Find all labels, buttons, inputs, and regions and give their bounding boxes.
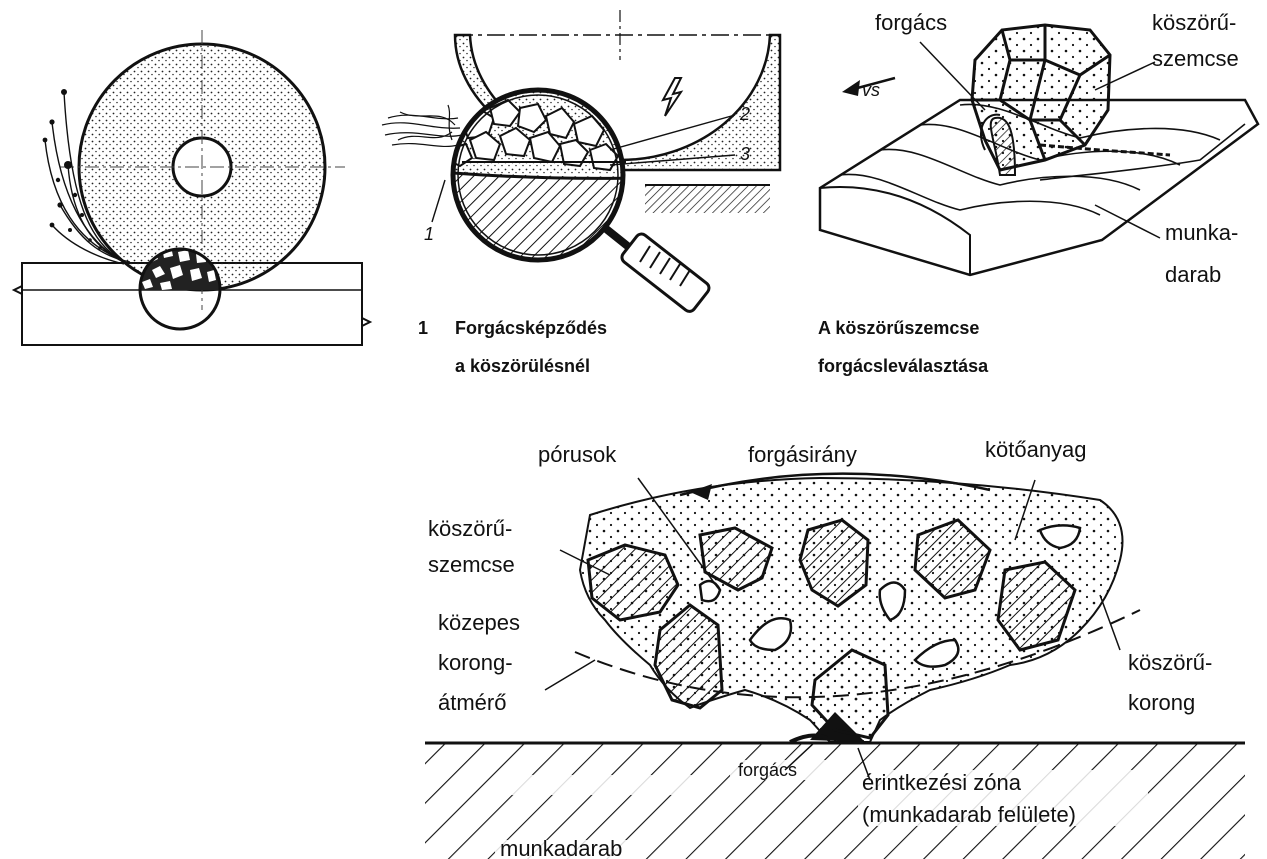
label-rotation: forgásirány xyxy=(748,442,857,467)
grain-caption-line1: A köszörűszemcse xyxy=(818,318,979,338)
label-grain-cs-line1: köszörű- xyxy=(428,516,512,541)
label-contact-line1: érintkezési zóna xyxy=(862,770,1022,795)
chip-fibers xyxy=(382,105,462,146)
caption-line2: a köszörülésnél xyxy=(455,356,590,376)
label-wheel-line2: korong xyxy=(1128,690,1195,715)
label-workpiece-line2: darab xyxy=(1165,262,1221,287)
rotation-arrow-icon xyxy=(663,78,681,116)
break-mark-left xyxy=(14,286,22,294)
label-pores: pórusok xyxy=(538,442,617,467)
grain-caption-line2: forgácsleválasztása xyxy=(818,356,989,376)
marker-1-leader xyxy=(432,180,445,222)
magnifier-panel: 2 3 1 1 Forgácsképződés a köszörülésnél xyxy=(382,10,780,376)
marker-3: 3 xyxy=(740,144,750,164)
grain-panel: forgács köszörű- szemcse vs munka- darab… xyxy=(818,10,1258,376)
label-diameter-line2: korong- xyxy=(438,650,513,675)
label-chip-cs: forgács xyxy=(738,760,797,780)
label-wheel-line1: köszörű- xyxy=(1128,650,1212,675)
label-workpiece-cs: munkadarab xyxy=(500,836,622,859)
break-mark-right xyxy=(362,318,370,326)
diameter-leader xyxy=(545,660,595,690)
label-chip: forgács xyxy=(875,10,947,35)
cross-section-panel: pórusok forgásirány kötőanyag köszörű- s… xyxy=(425,437,1245,859)
label-velocity: vs xyxy=(862,80,880,100)
caption-line1: Forgácsképződés xyxy=(455,318,607,338)
magnifier-handle-icon xyxy=(605,228,711,314)
workpiece-section xyxy=(645,185,770,213)
magnified-view xyxy=(440,80,640,280)
label-diameter-line1: közepes xyxy=(438,610,520,635)
marker-2: 2 xyxy=(739,104,750,124)
label-diameter-line3: átmérő xyxy=(438,690,506,715)
label-grain-cs-line2: szemcse xyxy=(428,552,515,577)
label-grain-line2: szemcse xyxy=(1152,46,1239,71)
label-binder: kötőanyag xyxy=(985,437,1087,462)
wheel-overview-panel xyxy=(14,30,370,345)
marker-1: 1 xyxy=(424,224,434,244)
label-workpiece-line1: munka- xyxy=(1165,220,1238,245)
velocity-arrow-icon xyxy=(842,80,860,96)
label-contact-line2: (munkadarab felülete) xyxy=(862,802,1076,827)
label-grain-line1: köszörű- xyxy=(1152,10,1236,35)
caption-number: 1 xyxy=(418,318,428,338)
wheel-leader xyxy=(1100,595,1120,650)
